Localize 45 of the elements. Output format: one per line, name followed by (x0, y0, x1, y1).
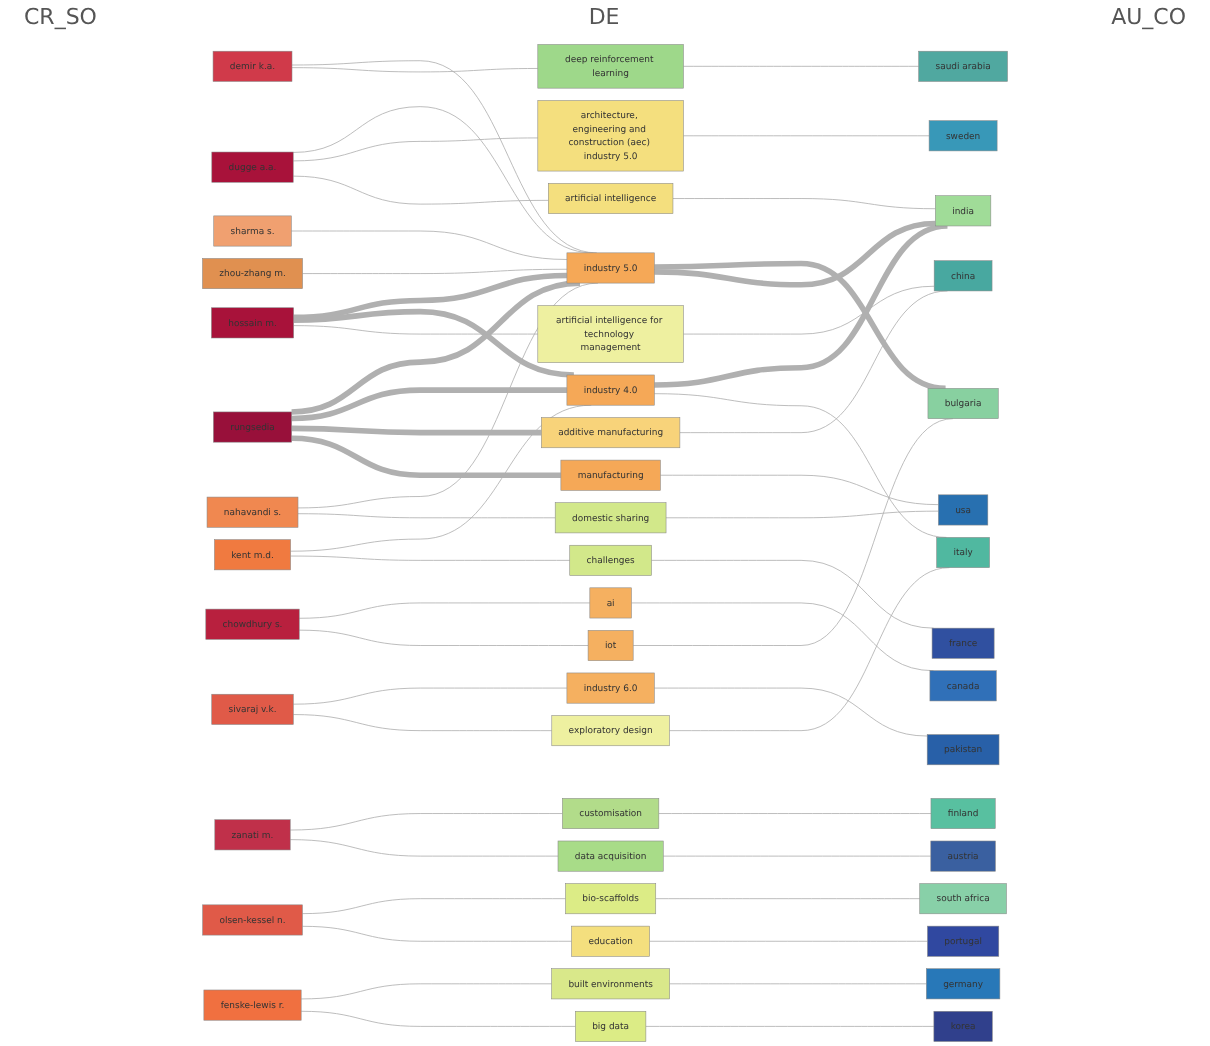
connector (289, 813, 563, 831)
connector (683, 285, 935, 335)
connector (302, 925, 572, 942)
connector (655, 898, 921, 900)
connector (290, 230, 568, 260)
connector (292, 687, 568, 705)
connector (653, 687, 928, 737)
connector (683, 135, 930, 137)
connector (298, 629, 589, 646)
connector (683, 65, 920, 67)
connector (292, 714, 553, 732)
connector (293, 325, 539, 335)
connector (659, 474, 939, 506)
connector (293, 308, 575, 378)
connector (291, 435, 561, 479)
column-heading: DE (588, 4, 620, 34)
connector (651, 559, 934, 629)
connector (665, 510, 939, 519)
connector (672, 198, 936, 210)
connector (297, 513, 556, 519)
connector (662, 855, 932, 857)
connector (291, 425, 542, 436)
connector (645, 1026, 935, 1027)
connector (290, 555, 571, 561)
column-heading: CR_SO (24, 4, 97, 34)
connector (300, 983, 552, 1000)
connector (631, 602, 934, 672)
connector (654, 260, 946, 392)
connector (293, 272, 567, 321)
connector (654, 223, 948, 388)
connector (649, 940, 928, 942)
connector (658, 813, 932, 814)
connector (302, 898, 566, 915)
connector (291, 280, 581, 415)
connector (292, 137, 539, 162)
connector (654, 220, 936, 288)
connector (291, 67, 539, 73)
connector (289, 839, 559, 857)
connector (300, 1010, 576, 1027)
connector (291, 387, 567, 422)
connector (669, 983, 927, 985)
connector (298, 602, 591, 619)
connector (292, 175, 549, 205)
column-heading: AU_CO (1111, 4, 1186, 34)
connector (302, 268, 568, 274)
